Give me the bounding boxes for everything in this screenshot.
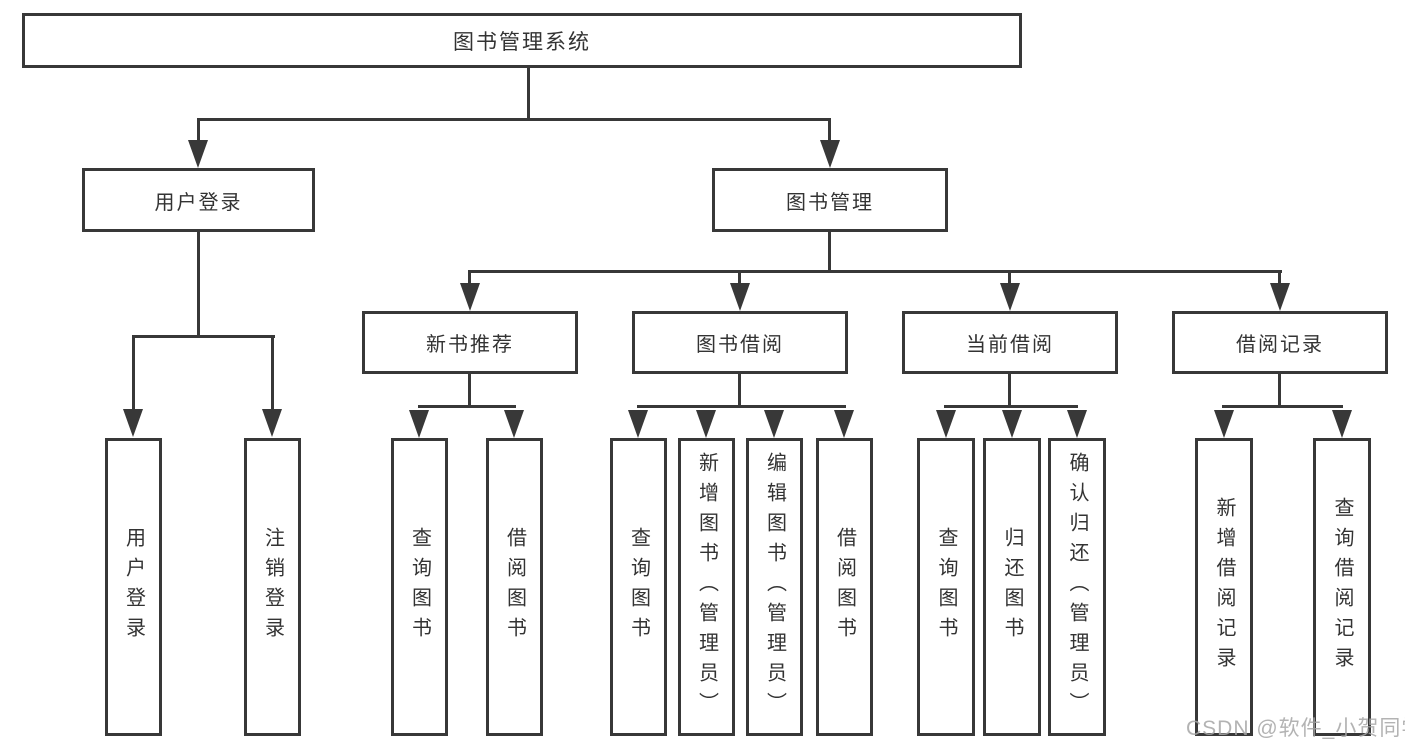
arrowhead-down-icon [820, 140, 840, 168]
leaf-label: 用户登录 [122, 527, 145, 647]
leaf-label: 借阅图书 [503, 527, 526, 647]
node-label: 新书推荐 [426, 334, 514, 356]
arrowhead-down-icon [834, 410, 854, 438]
arrowhead-down-icon [1214, 410, 1234, 438]
leaf-label: 确认归还（管理员） [1066, 452, 1088, 722]
connector-book-management-stub [828, 232, 831, 273]
arrowhead-down-icon [262, 409, 282, 437]
connector-level3-stub [738, 374, 741, 408]
leaf-label: 注销登录 [261, 527, 284, 647]
node-label: 用户登录 [154, 191, 243, 214]
leaf-label: 新增图书（管理员） [695, 452, 718, 722]
leaf-label: 借阅图书 [833, 527, 856, 647]
leaf-return-books: 归还图书 [983, 438, 1041, 736]
arrowhead-down-icon [460, 283, 480, 311]
leaf-label: 查询图书 [627, 527, 650, 647]
node-label: 图书管理 [786, 191, 874, 214]
leaf-edit-books-admin: 编辑图书（管理员） [746, 438, 803, 736]
arrowhead-down-icon [1067, 410, 1087, 438]
connector-drop-leaf [271, 335, 274, 413]
connector-drop-level3 [1008, 270, 1011, 288]
leaf-label: 编辑图书（管理员） [763, 452, 786, 722]
connector-rail-level2 [197, 118, 831, 121]
connector-drop-leaf [132, 335, 135, 413]
arrowhead-down-icon [730, 283, 750, 311]
watermark: CSDN @软件_小贺同学 [1186, 717, 1405, 740]
leaf-query-books-current: 查询图书 [917, 438, 975, 736]
node-label: 借阅记录 [1236, 334, 1324, 356]
leaf-user-login: 用户登录 [105, 438, 162, 736]
arrowhead-down-icon [628, 410, 648, 438]
arrowhead-down-icon [764, 410, 784, 438]
leaf-label: 查询图书 [408, 527, 431, 647]
arrowhead-down-icon [409, 410, 429, 438]
connector-drop-book-management [828, 118, 831, 146]
leaf-label: 新增借阅记录 [1213, 497, 1235, 677]
arrowhead-down-icon [1002, 410, 1022, 438]
node-book-borrow: 图书借阅 [632, 311, 848, 374]
leaf-confirm-return-admin: 确认归还（管理员） [1048, 438, 1106, 736]
node-label: 当前借阅 [966, 334, 1054, 356]
arrowhead-down-icon [696, 410, 716, 438]
node-current-borrow: 当前借阅 [902, 311, 1118, 374]
leaf-add-books-admin: 新增图书（管理员） [678, 438, 735, 736]
connector-rail-new-book [418, 405, 516, 408]
node-user-login: 用户登录 [82, 168, 315, 232]
connector-root-stub [527, 68, 530, 121]
connector-level3-stub [1008, 374, 1011, 408]
connector-drop-user-login [197, 118, 200, 146]
connector-rail-user-login [132, 335, 275, 338]
leaf-query-books-recommend: 查询图书 [391, 438, 448, 736]
leaf-borrow-books-recommend: 借阅图书 [486, 438, 543, 736]
connector-drop-level3 [468, 270, 471, 288]
leaf-add-borrow-record: 新增借阅记录 [1195, 438, 1253, 736]
leaf-label: 归还图书 [1001, 527, 1023, 647]
node-borrow-records: 借阅记录 [1172, 311, 1388, 374]
connector-rail-borrow-records [1222, 405, 1343, 408]
node-book-management: 图书管理 [712, 168, 948, 232]
node-new-book-recommend: 新书推荐 [362, 311, 578, 374]
connector-user-login-stub [197, 232, 200, 338]
connector-rail-book-borrow [637, 405, 846, 408]
leaf-borrow-books: 借阅图书 [816, 438, 873, 736]
connector-drop-level3 [1278, 270, 1281, 288]
connector-drop-level3 [738, 270, 741, 288]
connector-rail-current-borrow [944, 405, 1078, 408]
leaf-query-borrow-record: 查询借阅记录 [1313, 438, 1371, 736]
arrowhead-down-icon [1270, 283, 1290, 311]
leaf-logout: 注销登录 [244, 438, 301, 736]
arrowhead-down-icon [1332, 410, 1352, 438]
connector-rail-level3 [468, 270, 1282, 273]
connector-level3-stub [468, 374, 471, 408]
leaf-label: 查询图书 [935, 527, 957, 647]
node-label: 图书借阅 [696, 334, 784, 356]
node-label: 图书管理系统 [453, 30, 591, 54]
leaf-label: 查询借阅记录 [1331, 497, 1353, 677]
arrowhead-down-icon [123, 409, 143, 437]
arrowhead-down-icon [188, 140, 208, 168]
connector-level3-stub [1278, 374, 1281, 408]
node-book-management-system: 图书管理系统 [22, 13, 1022, 68]
arrowhead-down-icon [504, 410, 524, 438]
leaf-query-books-borrow: 查询图书 [610, 438, 667, 736]
arrowhead-down-icon [1000, 283, 1020, 311]
arrowhead-down-icon [936, 410, 956, 438]
